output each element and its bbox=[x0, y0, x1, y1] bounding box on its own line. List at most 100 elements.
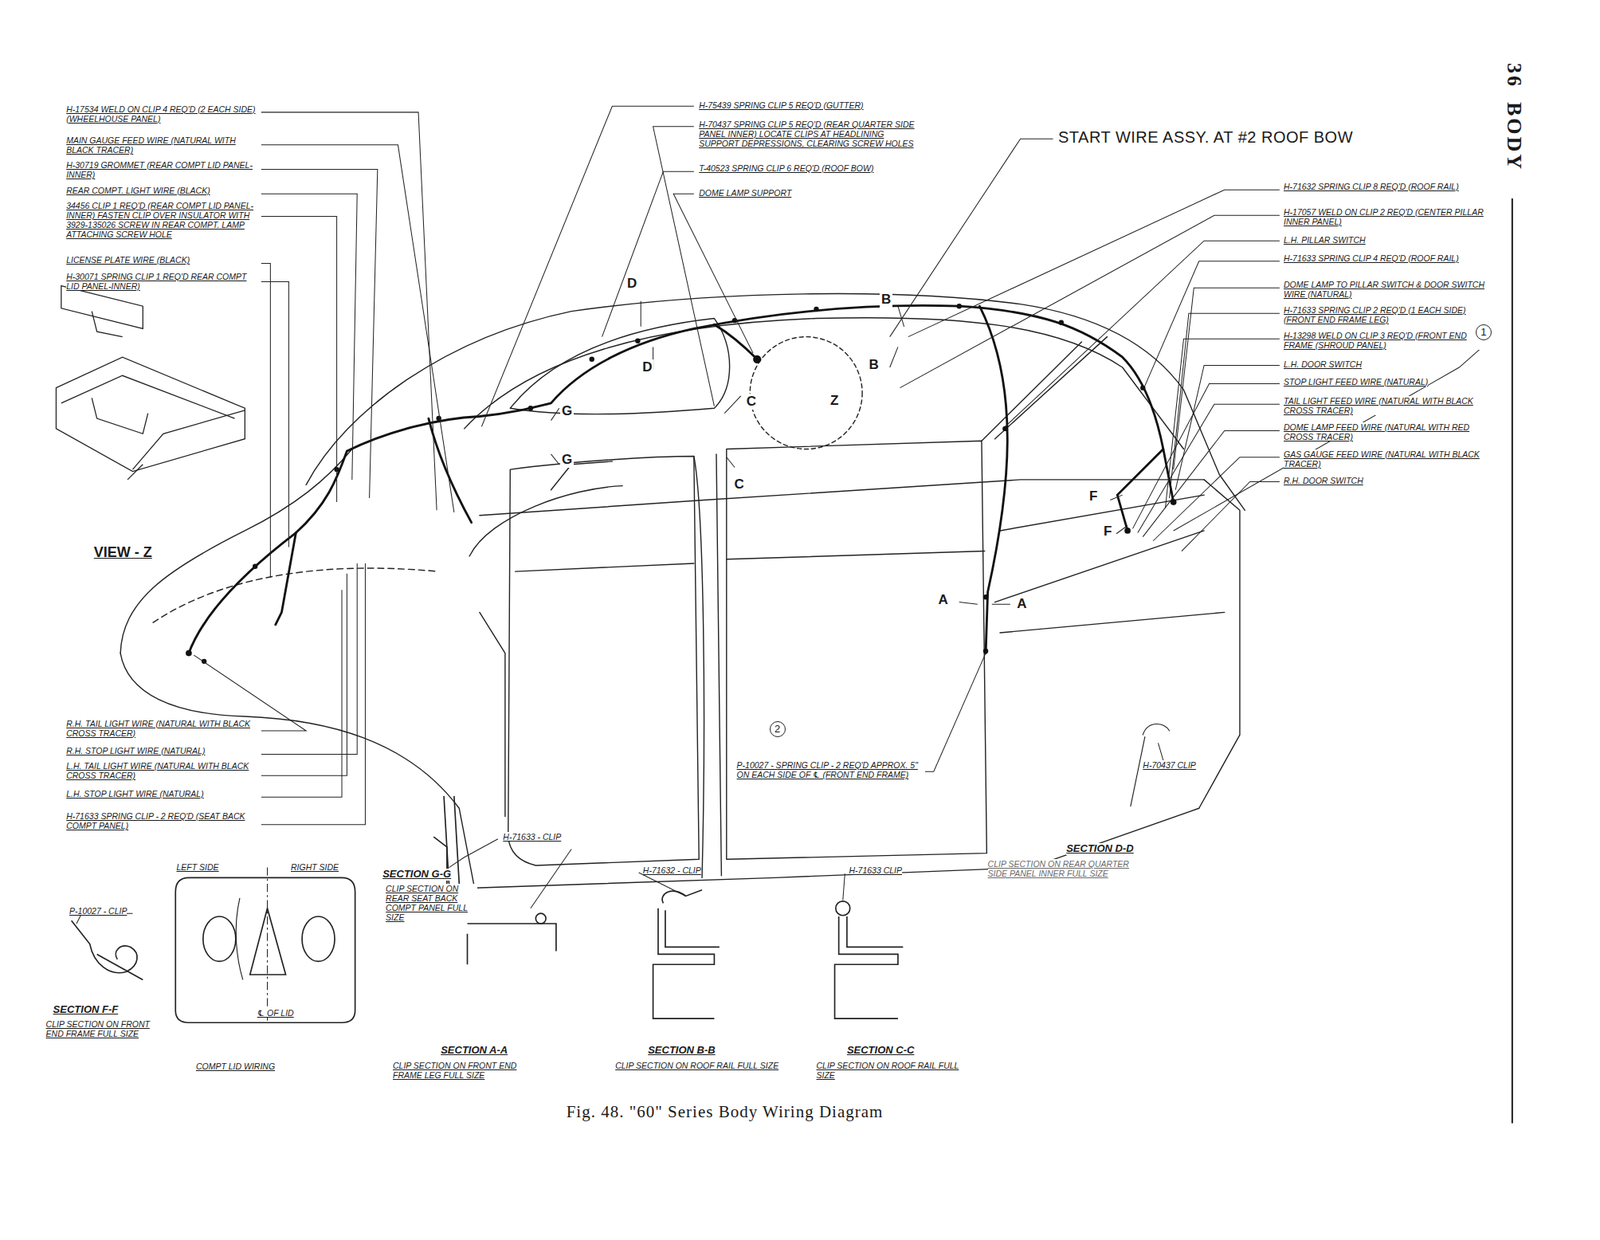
car-body-part bbox=[694, 455, 705, 878]
callout-text: P-10027 - SPRING CLIP - 2 REQ'D APPROX. … bbox=[737, 760, 926, 780]
leader-lines-part bbox=[261, 145, 455, 513]
callout-text: 34456 CLIP 1 REQ'D (REAR COMPT LID PANEL… bbox=[66, 200, 260, 240]
callout-text: H-71633 SPRING CLIP - 2 REQ'D (SEAT BACK… bbox=[66, 811, 260, 831]
wire-clips-part bbox=[752, 355, 761, 364]
callout-text: T-40523 SPRING CLIP 6 REQ'D (ROOF BOW) bbox=[698, 163, 874, 173]
leader-lines-part bbox=[673, 193, 753, 353]
wire-clips-part bbox=[983, 648, 989, 654]
clip-sections-part bbox=[71, 920, 138, 973]
section-letter: C bbox=[745, 393, 758, 410]
wire-harness-part bbox=[275, 533, 297, 625]
section-letter: A bbox=[1015, 596, 1028, 612]
section-letter: F bbox=[1101, 523, 1114, 540]
view-z-inset-part bbox=[132, 410, 245, 470]
clip-sections-part bbox=[235, 898, 244, 980]
callout-text: CLIP SECTION ON FRONT END FRAME LEG FULL… bbox=[392, 1060, 546, 1080]
section-letter: F bbox=[1087, 488, 1099, 505]
callout-text: R.H. DOOR SWITCH bbox=[1283, 475, 1364, 486]
clip-sections-part bbox=[175, 877, 355, 1023]
wire-clips-part bbox=[1002, 426, 1008, 432]
callout-text: COMPT LID WIRING bbox=[196, 1061, 275, 1071]
wire-clips-part bbox=[1124, 527, 1131, 534]
car-body bbox=[120, 199, 1513, 1123]
callout-text: REAR COMPT. LIGHT WIRE (BLACK) bbox=[66, 185, 210, 196]
leader-lines-part bbox=[261, 573, 348, 777]
section-heading: SECTION C-C bbox=[847, 1044, 915, 1057]
leader-lines-part bbox=[959, 494, 1128, 604]
car-body-part bbox=[726, 440, 988, 859]
car-body-part bbox=[981, 341, 1083, 441]
clip-sections-part bbox=[653, 908, 715, 1019]
callout-text: CLIP SECTION ON ROOF RAIL FULL SIZE bbox=[816, 1060, 976, 1080]
callout-text: TAIL LIGHT FEED WIRE (NATURAL WITH BLACK… bbox=[1283, 396, 1488, 416]
section-letter: G bbox=[560, 403, 574, 420]
clip-sections-part bbox=[203, 916, 236, 961]
callout-number: 1 bbox=[1475, 324, 1492, 341]
view-z-inset-part bbox=[91, 397, 148, 434]
section-letter: B bbox=[879, 291, 893, 308]
callout-text: P-10027 - CLIP bbox=[69, 905, 127, 916]
wire-clips-part bbox=[635, 338, 640, 344]
section-heading: SECTION A-A bbox=[440, 1044, 508, 1057]
car-body-part bbox=[508, 455, 699, 866]
callout-text: LICENSE PLATE WIRE (BLACK) bbox=[66, 254, 190, 265]
leader-lines-part bbox=[1164, 338, 1279, 509]
view-z-inset-part bbox=[127, 464, 143, 480]
leader-lines-part bbox=[261, 563, 366, 825]
wire-harness-part bbox=[713, 324, 757, 360]
callout-text: H-71633 - CLIP bbox=[502, 831, 561, 842]
callout-text: R.H. TAIL LIGHT WIRE (NATURAL WITH BLACK… bbox=[66, 718, 260, 738]
section-letter: D bbox=[625, 275, 639, 292]
callout-text: H-30071 SPRING CLIP 1 REQ'D REAR COMPT L… bbox=[66, 271, 260, 291]
leader-lines-part bbox=[1145, 261, 1280, 386]
callout-text: DOME LAMP SUPPORT bbox=[698, 188, 792, 198]
leader-lines-part bbox=[448, 839, 498, 868]
wire-clips-part bbox=[185, 650, 193, 657]
callout-text: ℄ OF LID bbox=[257, 1007, 295, 1018]
callout-text: CLIP SECTION ON FRONT END FRAME FULL SIZ… bbox=[46, 1019, 154, 1039]
car-body-part bbox=[1000, 611, 1225, 633]
car-body-part bbox=[995, 530, 1205, 603]
car-body-part bbox=[469, 486, 623, 557]
clip-sections-part bbox=[665, 909, 720, 947]
wire-harness-part bbox=[979, 305, 1008, 653]
leader-lines-part bbox=[1157, 742, 1163, 761]
wire-clips-part bbox=[252, 564, 258, 569]
callout-text: H-71633 CLIP bbox=[849, 865, 903, 875]
leader-lines-part bbox=[1169, 313, 1280, 499]
callout-text: H-70437 SPRING CLIP 5 REQ'D (REAR QUARTE… bbox=[698, 119, 918, 149]
car-body-part bbox=[1511, 199, 1514, 1123]
leader-lines-part bbox=[1152, 457, 1280, 542]
wire-clips-part bbox=[1058, 319, 1064, 325]
leader-lines-part bbox=[908, 189, 1280, 337]
leader-lines-part bbox=[261, 215, 338, 502]
section-heading: SECTION B-B bbox=[647, 1044, 716, 1057]
section-note: CLIP SECTION ON REAR QUARTER SIDE PANEL … bbox=[988, 858, 1147, 879]
callout-text: H-70437 CLIP bbox=[1142, 760, 1197, 770]
callout-text: H-13298 WELD ON CLIP 3 REQ'D (FRONT END … bbox=[1283, 330, 1488, 350]
leader-lines-part bbox=[261, 112, 437, 510]
view-z-inset-part bbox=[91, 311, 122, 338]
leader-lines bbox=[76, 105, 1485, 924]
callout-text: GAS GAUGE FEED WIRE (NATURAL WITH BLACK … bbox=[1283, 449, 1488, 469]
wire-clips-part bbox=[1140, 384, 1146, 390]
section-letter: Z bbox=[828, 392, 840, 409]
clip-sections-part bbox=[835, 901, 851, 916]
view-z-inset-part bbox=[61, 286, 143, 330]
leader-lines-part bbox=[551, 301, 654, 465]
car-body-part bbox=[1199, 479, 1240, 808]
page-header: BODY bbox=[1501, 101, 1526, 172]
clip-sections-part bbox=[662, 890, 702, 904]
callout-text: L.H. TAIL LIGHT WIRE (NATURAL WITH BLACK… bbox=[66, 760, 260, 781]
callout-text: MAIN GAUGE FEED WIRE (NATURAL WITH BLACK… bbox=[66, 135, 260, 155]
section-letter: A bbox=[937, 592, 950, 608]
view-z-inset-part bbox=[55, 356, 245, 471]
car-body-part bbox=[726, 551, 985, 560]
car-body-part bbox=[152, 568, 440, 623]
leader-lines-part bbox=[1173, 287, 1280, 470]
callout-text: CLIP SECTION ON REAR SEAT BACK COMPT PAN… bbox=[385, 883, 478, 922]
section-letter: B bbox=[867, 356, 881, 373]
callout-text: DOME LAMP FEED WIRE (NATURAL WITH RED CR… bbox=[1283, 422, 1488, 442]
clip-sections-part bbox=[835, 916, 899, 1019]
callout-text: STOP LIGHT FEED WIRE (NATURAL) bbox=[1283, 376, 1428, 387]
